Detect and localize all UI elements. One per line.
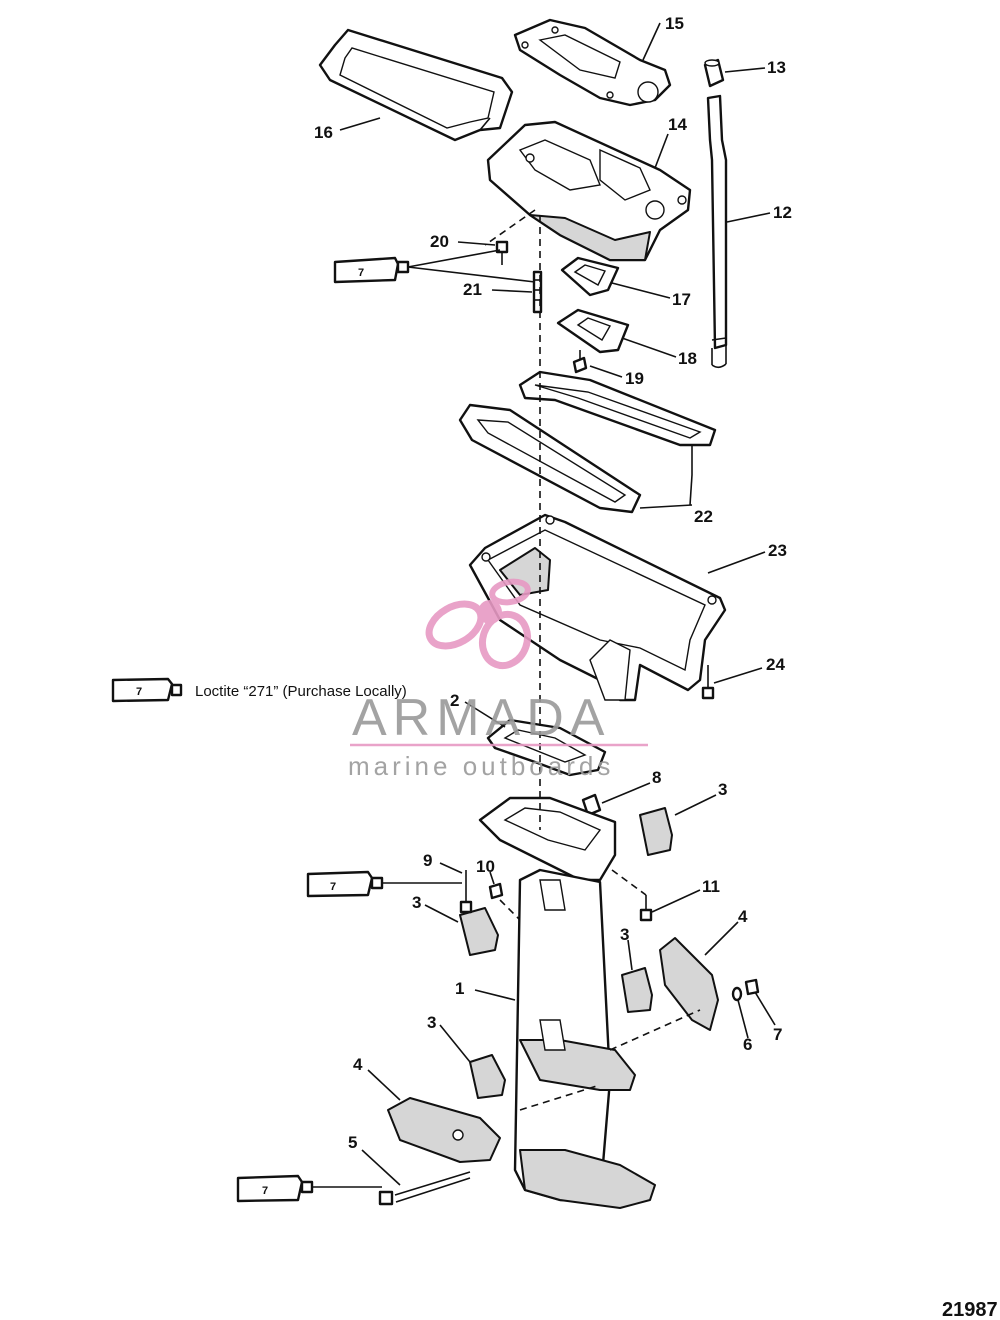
callout-3-mid: 3 <box>620 925 629 944</box>
part-22-gaskets <box>458 370 717 514</box>
callout-18: 18 <box>678 349 697 368</box>
part-7-nut <box>744 978 760 996</box>
callout-16: 16 <box>314 123 333 142</box>
tube-label-5: 7 <box>262 1185 268 1197</box>
part-3-clip-mid-right <box>621 967 653 1013</box>
watermark-tagline: marine outboards <box>348 751 614 781</box>
part-17-gasket <box>560 256 620 297</box>
tube-label-9: 7 <box>330 881 336 893</box>
part-10-nut <box>488 882 504 900</box>
part-3-clip-lower <box>469 1054 506 1099</box>
part-12-tube <box>706 94 728 369</box>
callout-6: 6 <box>743 1035 752 1054</box>
legend: 7 Loctite “271” (Purchase Locally) <box>111 677 407 703</box>
part-14-adapter-plate <box>486 120 692 262</box>
callout-20: 20 <box>430 232 449 251</box>
callout-3-top: 3 <box>718 780 727 799</box>
callout-2: 2 <box>450 691 459 710</box>
part-6-washer <box>731 986 743 1002</box>
part-5-bolt <box>378 1171 471 1206</box>
tube-icon-9: 7 <box>306 870 384 898</box>
legend-text: Loctite “271” (Purchase Locally) <box>195 683 407 700</box>
part-3-clip-top-right <box>639 807 673 856</box>
watermark-brand: ARMADA <box>352 689 610 747</box>
callout-21: 21 <box>463 280 482 299</box>
part-11-screw <box>639 895 653 922</box>
tube-label-20: 7 <box>358 267 364 279</box>
callout-9: 9 <box>423 851 432 870</box>
legend-tube-number: 7 <box>136 686 142 698</box>
callout-3-lower: 3 <box>427 1013 436 1032</box>
part-3-clip-left <box>459 907 499 956</box>
part-23-housing <box>468 513 727 702</box>
callout-23: 23 <box>768 541 787 560</box>
part-1-driveshaft-housing <box>478 796 656 1209</box>
callout-7: 7 <box>773 1025 782 1044</box>
part-20-screw <box>495 240 509 265</box>
part-19-screw <box>572 350 588 374</box>
callout-19: 19 <box>625 369 644 388</box>
callout-3-left: 3 <box>412 893 421 912</box>
callout-22: 22 <box>694 507 713 526</box>
callout-8: 8 <box>652 768 661 787</box>
callout-1: 1 <box>455 979 464 998</box>
callout-10: 10 <box>476 857 495 876</box>
tube-icon-5: 7 <box>236 1174 314 1203</box>
document-number: 21987 <box>942 1299 998 1320</box>
callout-14: 14 <box>668 115 687 134</box>
callout-17: 17 <box>672 290 691 309</box>
callout-4-right: 4 <box>738 907 748 926</box>
tube-icon-20: 7 <box>333 256 410 284</box>
callout-11: 11 <box>702 877 720 896</box>
leader-lines <box>312 22 776 1188</box>
part-24-screw <box>701 665 715 700</box>
watermark-logo <box>425 578 532 670</box>
callouts: 15 13 14 12 16 20 21 17 18 19 22 23 24 2… <box>314 14 792 1152</box>
callout-12: 12 <box>773 203 792 222</box>
assembly-lines <box>484 209 701 1111</box>
part-15-gasket <box>513 18 672 107</box>
part-16-seal <box>318 28 514 142</box>
part-9-bolt <box>459 870 473 914</box>
watermark: ARMADA marine outboards <box>348 578 648 781</box>
legend-tube-icon <box>111 677 174 703</box>
part-18-plate <box>556 308 630 354</box>
part-13-bushing <box>703 58 725 88</box>
callout-4-left: 4 <box>353 1055 363 1074</box>
callout-24: 24 <box>766 655 785 674</box>
part-8-nut <box>581 793 602 817</box>
callout-5: 5 <box>348 1133 357 1152</box>
part-4-plate-left <box>387 1097 501 1163</box>
part-4-plate-right <box>659 937 719 1031</box>
callout-15: 15 <box>665 14 684 33</box>
callout-13: 13 <box>767 58 786 77</box>
